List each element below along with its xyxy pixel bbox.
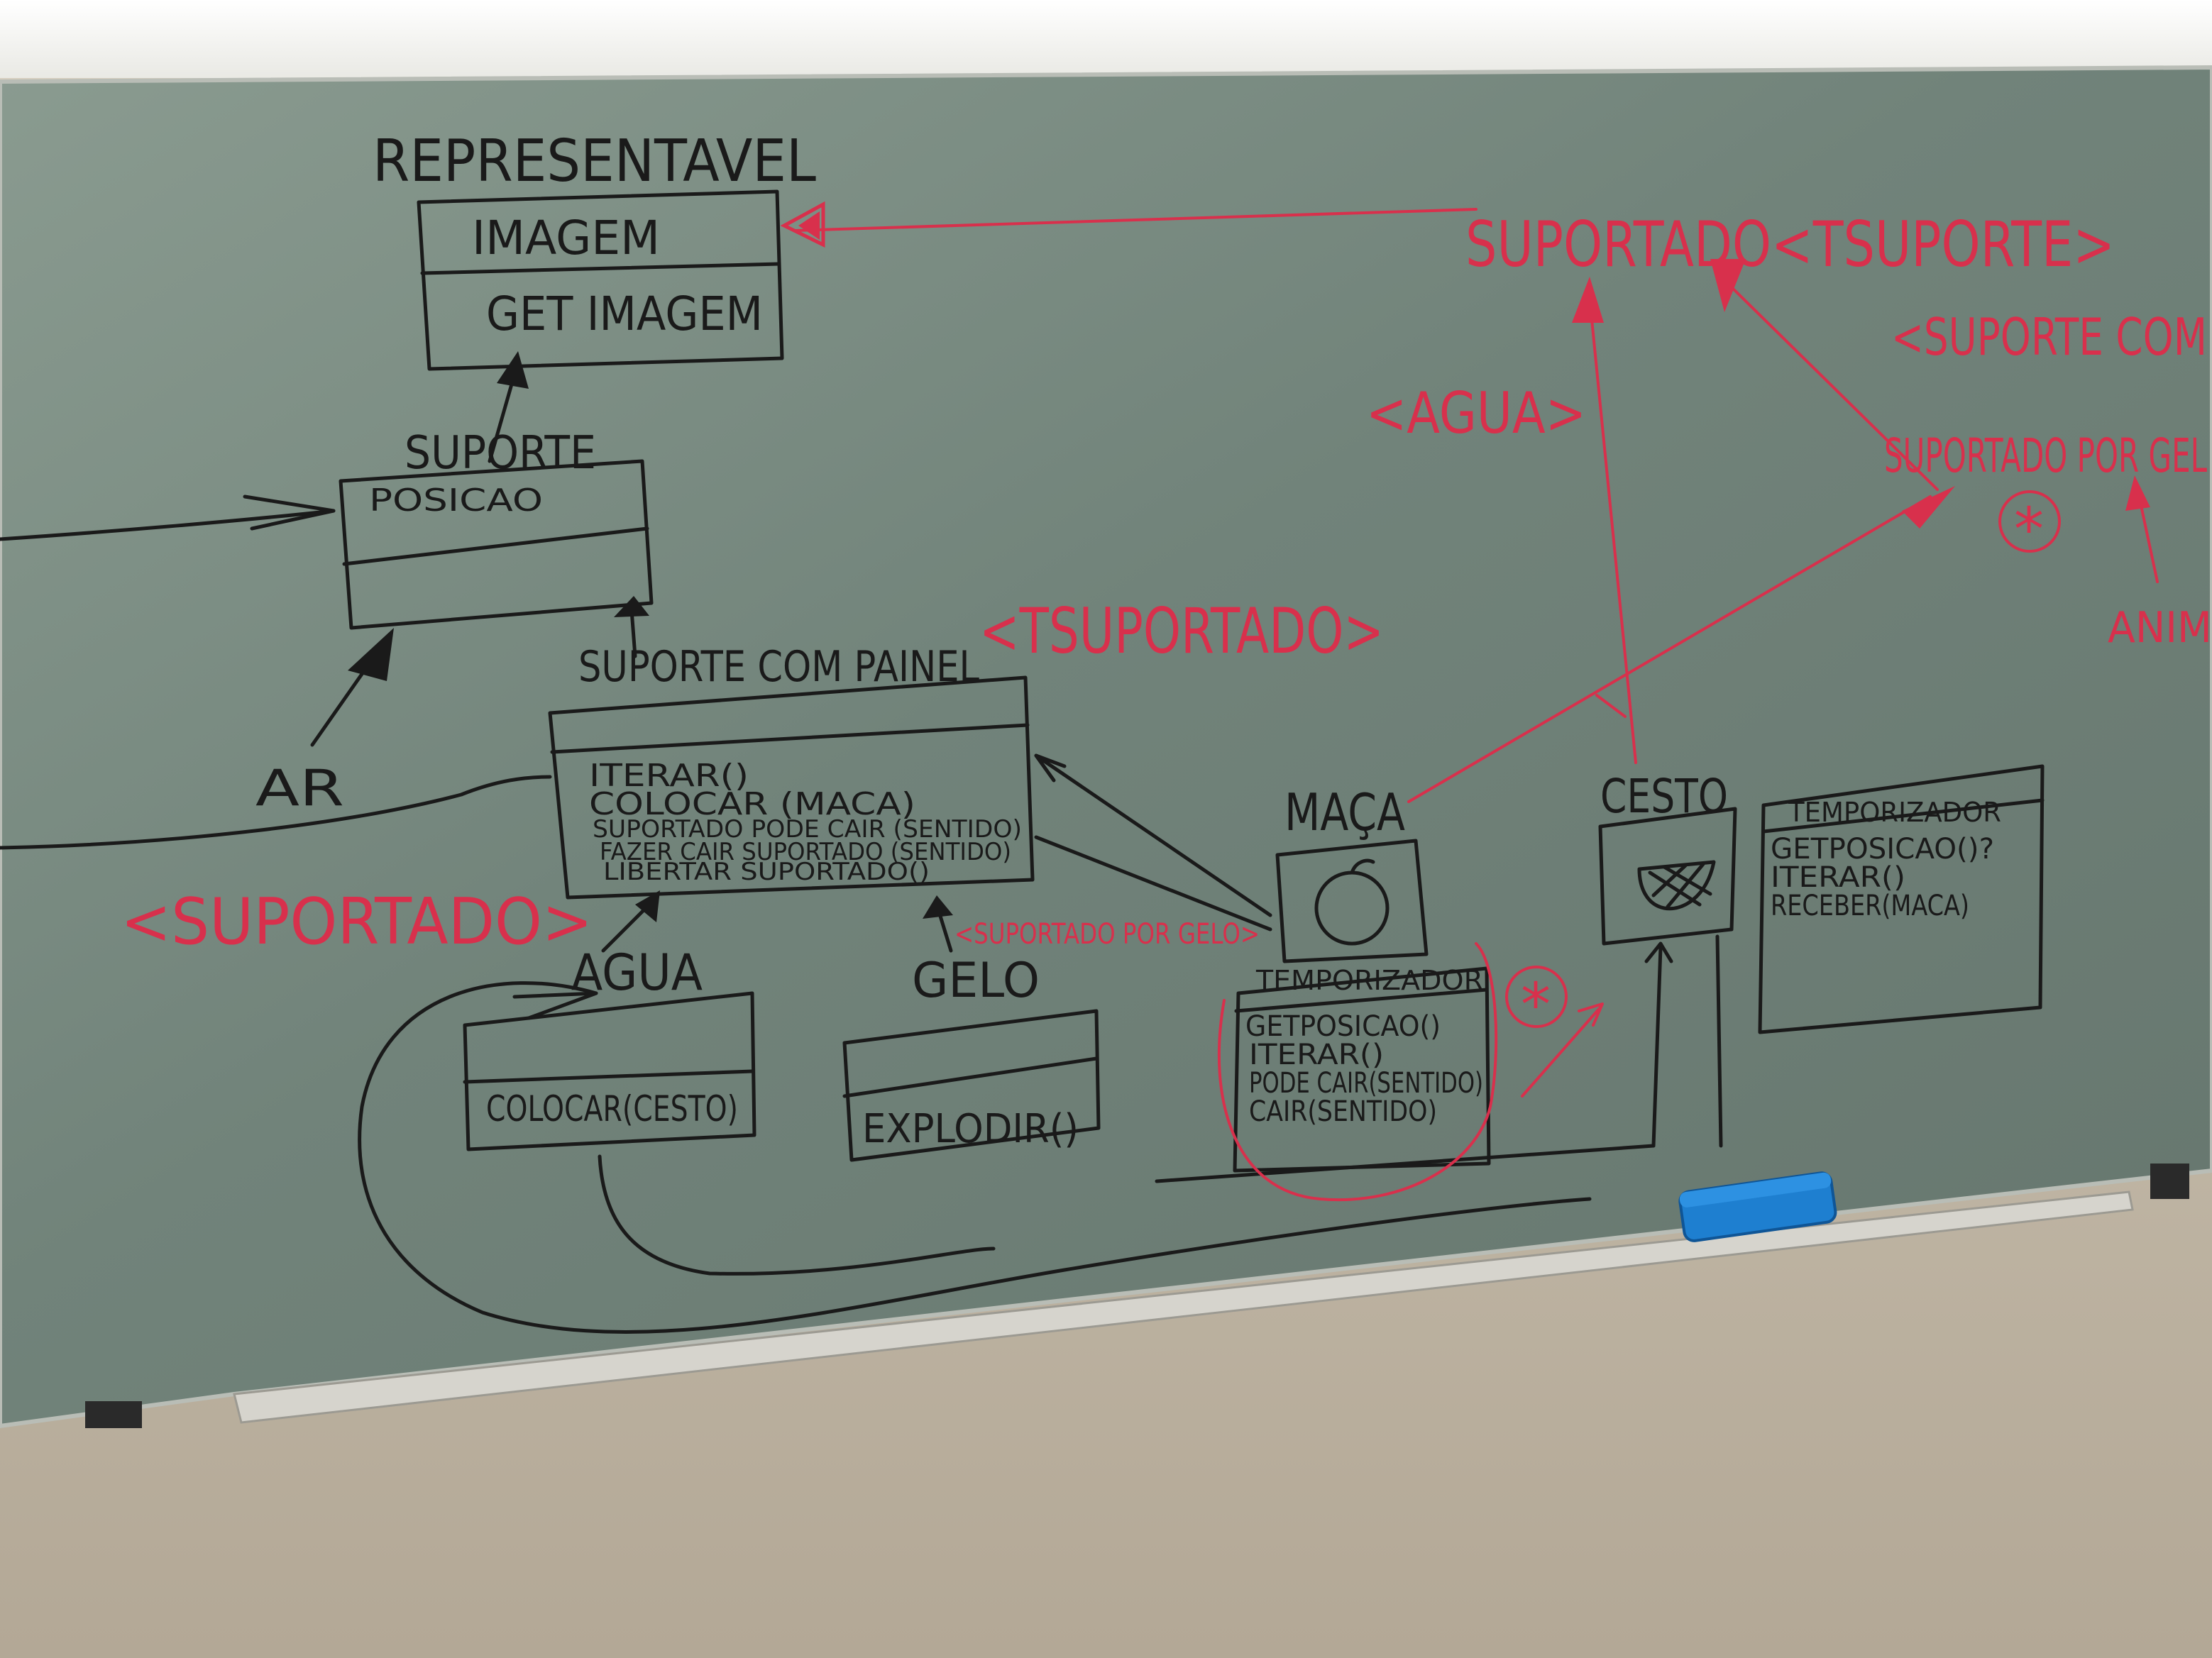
maca-section-temporizador: TEMPORIZADOR [1255,965,1483,996]
arrowhead-ar [348,628,394,681]
arrow-to-cesto [1651,945,1663,1148]
svg-text:*: * [2014,494,2044,564]
scp-method-4: FAZER CAIR SUPORTADO (SENTIDO) [600,838,1011,866]
arrow-maca-scp-1 [1034,753,1272,917]
red-suportado-label: <SUPORTADO> [121,885,593,959]
line-bottom-to-cesto [1155,1144,1656,1183]
attr-posicao: POSICAO [369,482,543,519]
temp-method-3: RECEBER(MACA) [1771,890,1969,922]
temp-method-2: ITERAR() [1771,861,1905,894]
red-tick-mark [1595,694,1627,718]
ceiling-glow [0,0,2212,78]
red-anim: ANIM [2108,603,2212,653]
whiteboard [0,65,2212,1429]
class-name-cesto: CESTO [1600,769,1728,824]
class-name-temporizador: TEMPORIZADOR [1788,797,2001,828]
line-cesto-right [1715,934,1723,1148]
class-name-maca: MAÇA [1284,783,1405,842]
red-asterisk-circle-1: * [1998,490,2061,564]
class-representavel: REPRESENTAVEL IMAGEM GET IMAGEM [373,128,816,371]
method-get-imagem: GET IMAGEM [486,287,763,341]
red-line-cesto-suportado [1588,297,1637,764]
class-name-gelo: GELO [912,953,1040,1009]
class-cesto: CESTO [1598,769,1737,946]
class-temporizador: TEMPORIZADOR GETPOSICAO()? ITERAR() RECE… [1758,764,2045,1034]
red-tsuportado: <TSUPORTADO> [979,595,1384,668]
attr-imagem: IMAGEM [472,211,660,265]
scp-method-5: LIBERTAR SUPORTADO() [603,858,930,886]
scp-method-2: COLOCAR (MACA) [589,786,915,822]
arrowhead-representavel [497,351,529,389]
class-name-representavel: REPRESENTAVEL [373,128,816,195]
svg-text:*: * [1521,970,1551,1039]
class-maca: MAÇA TEMPORIZADOR GETPOSICAO() ITERAR() … [1233,783,1491,1173]
red-arrow-to-cesto [1521,1006,1602,1098]
temp-method-1: GETPOSICAO()? [1771,833,1994,866]
class-name-ar: AR [255,759,344,817]
red-suportado-tsuporte: SUPORTADO<TSUPORTE> [1465,208,2115,281]
marker-tray [233,1190,2134,1424]
red-suporte-com: <SUPORTE COM [1891,307,2207,367]
line-left-to-suporte [0,509,336,541]
scp-method-1: ITERAR() [589,758,749,794]
red-line-suportadoporgelo-suportado [1723,279,1939,491]
red-asterisk-circle-2: * [1505,966,1568,1039]
tray-clip-left [85,1401,142,1428]
red-arrowhead-representavel [780,201,825,248]
red-line-maca-suportadoporgelo [1407,495,1932,803]
class-gelo: GELO EXPLODIR() [842,953,1101,1162]
maca-method-4: CAIR(SENTIDO) [1249,1095,1437,1128]
method-explodir: EXPLODIR() [862,1106,1079,1152]
red-suportado-por-gelo-small: <SUPORTADO POR GELO> [954,918,1260,951]
method-colocar-cesto: COLOCAR(CESTO) [486,1088,738,1129]
scp-method-3: SUPORTADO PODE CAIR (SENTIDO) [593,815,1022,844]
maca-method-1: GETPOSICAO() [1245,1010,1441,1043]
class-name-suporte-com-painel: SUPORTE COM PAINEL [578,642,979,692]
class-suporte-com-painel: SUPORTE COM PAINEL ITERAR() COLOCAR (MAC… [548,642,1035,900]
red-maca-outline [1217,942,1498,1202]
loop-bottom [598,1154,996,1276]
arrowhead-scp [614,596,649,617]
red-agua-generic: <AGUA> [1366,380,1586,446]
arrow-maca-scp-2 [1034,835,1272,932]
class-suporte: SUPORTE POSICAO [339,427,654,630]
arrow-scp-suporte [629,608,637,658]
maca-method-3: PODE CAIR(SENTIDO) [1249,1067,1483,1100]
tray-clip-right [2150,1164,2189,1199]
red-suportado-por-gelo: SUPORTADO POR GEL [1884,429,2207,483]
red-line-suportado-representavel [793,208,1478,232]
maca-method-2: ITERAR() [1249,1039,1384,1071]
eraser[interactable] [1678,1171,1837,1242]
line-left-to-scp [0,775,552,850]
loop-agua-around [358,981,1592,1334]
